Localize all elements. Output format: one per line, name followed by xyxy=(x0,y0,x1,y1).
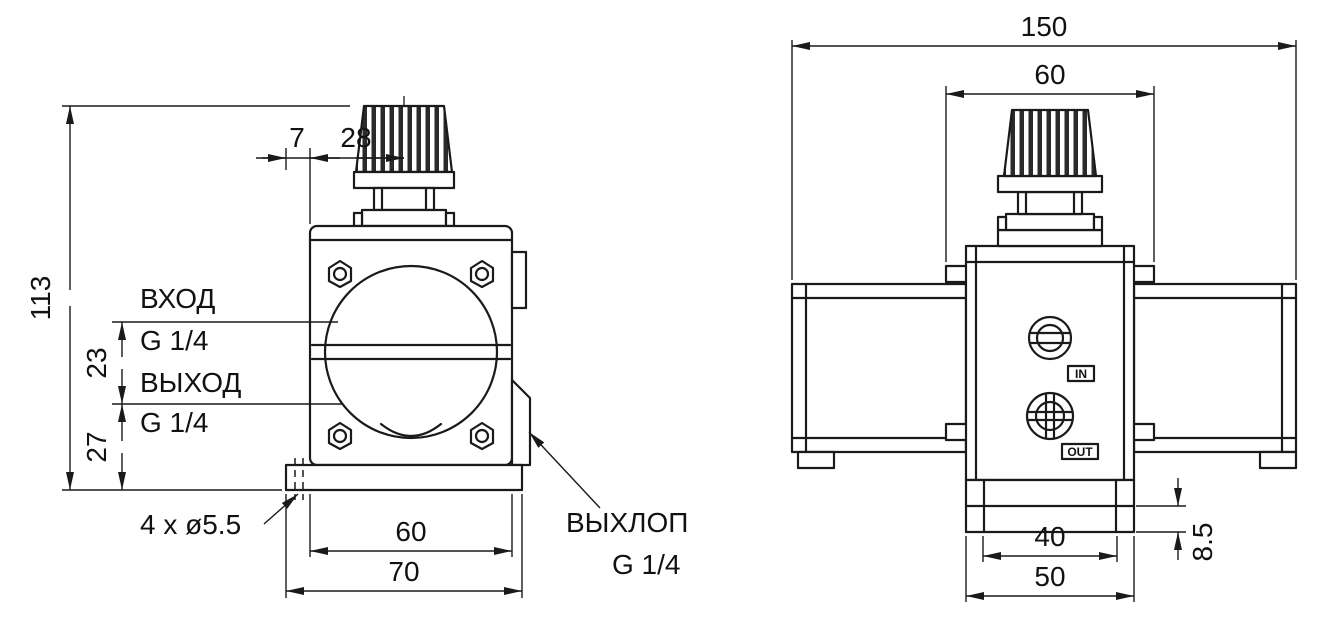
dim-height-113: 113 xyxy=(25,105,350,491)
dim-60-front-label: 60 xyxy=(395,516,426,547)
dim-150-label: 150 xyxy=(1021,11,1068,42)
in-marker-label: IN xyxy=(1075,367,1087,381)
outlet-label: ВЫХОД xyxy=(140,367,241,398)
side-view: IN OUT 150 60 40 xyxy=(790,11,1298,602)
dim-40: 40 xyxy=(982,521,1118,562)
body-side-tab xyxy=(510,250,528,310)
knob-flange xyxy=(996,174,1104,194)
dim-7-label: 7 xyxy=(289,122,305,153)
dim-8-5: 8.5 xyxy=(1136,478,1218,561)
dim-113-label: 113 xyxy=(25,276,56,321)
front-base-plate xyxy=(284,458,524,500)
side-pipe-right xyxy=(1132,282,1298,470)
side-screws xyxy=(1025,315,1075,441)
out-marker-label: OUT xyxy=(1067,445,1093,459)
dim-front-60: 60 xyxy=(309,494,513,557)
knob-collar xyxy=(360,208,448,228)
dim-7-28: 7 28 xyxy=(256,122,404,224)
dim-60-side-label: 60 xyxy=(1034,59,1065,90)
dim-50-label: 50 xyxy=(1034,561,1065,592)
body-split-lines xyxy=(310,343,512,361)
knob-neck xyxy=(1016,190,1084,216)
dim-70-label: 70 xyxy=(388,556,419,587)
dim-23: 23 xyxy=(81,322,126,404)
side-bottom-flange xyxy=(964,478,1136,534)
knob-collar xyxy=(1004,212,1096,232)
diaphragm-housing-circle xyxy=(323,264,499,440)
front-view: 113 7 28 ВХОД G 1/4 ВЫХОД G 1/4 23 xyxy=(25,96,688,598)
front-body xyxy=(308,224,532,467)
exhaust-thread-label: G 1/4 xyxy=(612,549,680,580)
exhaust-label: ВЫХЛОП xyxy=(566,507,688,538)
mount-holes-leader xyxy=(263,493,299,525)
dim-28-label: 28 xyxy=(340,122,371,153)
exhaust-leader xyxy=(528,431,601,509)
side-body-tabs xyxy=(944,264,1156,442)
dim-50: 50 xyxy=(965,536,1135,602)
dim-side-60: 60 xyxy=(945,59,1155,262)
knob-knurled-cap xyxy=(1002,108,1098,178)
dim-40-label: 40 xyxy=(1034,521,1065,552)
dim-23-label: 23 xyxy=(81,347,112,378)
port-markers: IN OUT xyxy=(1060,364,1100,461)
knob-cap-plate xyxy=(996,228,1104,248)
mount-hole-hidden-lines xyxy=(294,458,304,500)
inlet-label: ВХОД xyxy=(140,283,215,314)
corner-bolts xyxy=(327,259,495,451)
dim-27-label: 27 xyxy=(81,431,112,462)
dim-27: 27 xyxy=(81,404,126,490)
exhaust-port-block xyxy=(510,378,532,467)
outlet-thread-label: G 1/4 xyxy=(140,407,208,438)
knob-flange xyxy=(352,170,456,190)
inlet-thread-label: G 1/4 xyxy=(140,325,208,356)
in-marker-box xyxy=(1066,364,1096,383)
front-adjust-knob xyxy=(352,104,456,228)
mount-holes-callout: 4 x ø5.5 xyxy=(140,493,299,540)
side-pipe-left xyxy=(790,282,968,470)
port-labels: ВХОД G 1/4 ВЫХОД G 1/4 xyxy=(112,283,342,438)
side-adjust-knob xyxy=(996,108,1104,248)
out-marker-box xyxy=(1060,442,1100,461)
exhaust-callout: ВЫХЛОП G 1/4 xyxy=(528,431,688,580)
mount-holes-label: 4 x ø5.5 xyxy=(140,509,241,540)
side-center-block xyxy=(964,244,1136,482)
dim-8-5-label: 8.5 xyxy=(1187,523,1218,562)
dim-70: 70 xyxy=(285,494,523,598)
clamp-arc xyxy=(379,422,443,437)
dim-150: 150 xyxy=(791,11,1297,280)
